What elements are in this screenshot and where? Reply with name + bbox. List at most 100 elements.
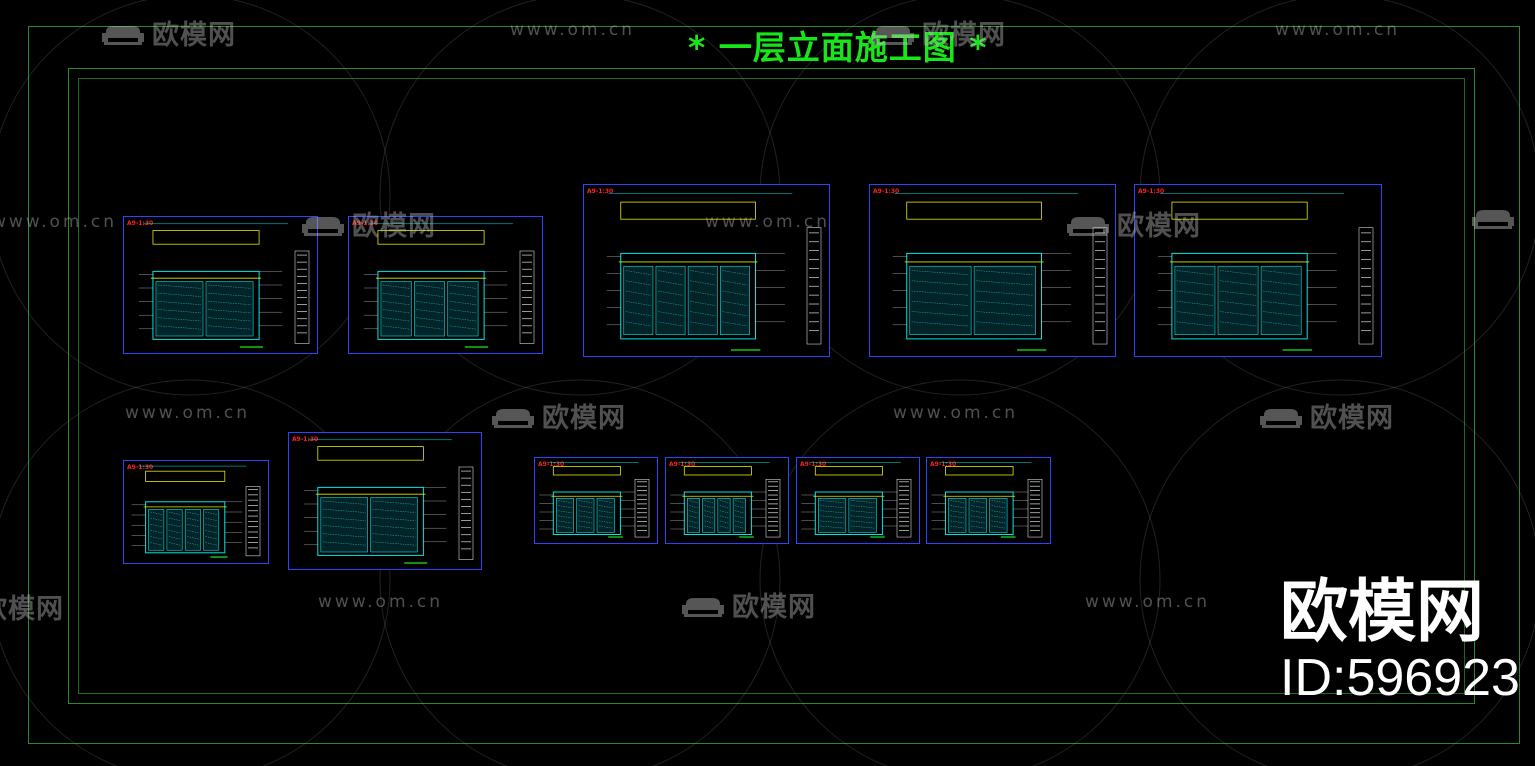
title-block bbox=[245, 486, 261, 557]
wall-panel bbox=[848, 498, 877, 533]
wall-panel bbox=[717, 498, 731, 533]
hatch-line bbox=[1176, 301, 1214, 306]
hatch-line bbox=[157, 325, 202, 330]
wall-panel bbox=[655, 265, 686, 335]
hatch-line bbox=[976, 311, 1034, 317]
wall-panel bbox=[817, 498, 847, 533]
elevation-outline bbox=[152, 270, 260, 340]
hatch-line bbox=[950, 500, 965, 503]
hatch-line bbox=[950, 510, 965, 514]
hatch-line bbox=[372, 500, 416, 505]
wall-panel bbox=[1260, 265, 1302, 335]
hatch-line bbox=[578, 500, 593, 503]
elevation-outline bbox=[683, 491, 752, 535]
hatch-line bbox=[208, 309, 252, 314]
title-block bbox=[634, 479, 650, 538]
hatch-line bbox=[599, 520, 613, 524]
hatch-line bbox=[689, 510, 698, 514]
ceiling-outline bbox=[906, 201, 1042, 220]
watermark-url: www.om.cn bbox=[318, 592, 444, 612]
hatch-line bbox=[722, 270, 748, 275]
hatch-line bbox=[991, 500, 1006, 503]
hatch-line bbox=[689, 505, 698, 508]
hatch-line bbox=[205, 517, 217, 521]
elevation-sheet[interactable]: A9-1:30 bbox=[1134, 184, 1382, 357]
hatch-line bbox=[991, 505, 1006, 508]
title-block bbox=[1027, 479, 1043, 538]
wall-panel bbox=[414, 281, 446, 337]
hatch-line bbox=[322, 517, 366, 521]
hatch-line bbox=[558, 500, 572, 503]
title-block bbox=[896, 479, 912, 538]
elevation-sheet[interactable]: A9-1:30 bbox=[288, 432, 482, 570]
hatch-line bbox=[168, 536, 181, 540]
hatch-line bbox=[449, 317, 477, 322]
hatch-line bbox=[558, 510, 572, 514]
elevation-sheet[interactable]: A9-1:30 bbox=[869, 184, 1116, 357]
hatch-line bbox=[1263, 321, 1300, 327]
sheet-drawing: A9-1:30 bbox=[352, 220, 535, 348]
hatch-line bbox=[911, 280, 970, 286]
model-id: ID:596923 bbox=[1280, 649, 1520, 707]
hatch-line bbox=[578, 515, 593, 519]
hatch-line bbox=[1176, 280, 1214, 286]
hatch-line bbox=[372, 541, 416, 546]
hatch-line bbox=[950, 520, 965, 524]
elevation-sheet[interactable]: A9-1:30 bbox=[796, 457, 920, 544]
hatch-line bbox=[976, 270, 1034, 275]
elevation-sheet[interactable]: A9-1:30 bbox=[123, 216, 318, 354]
scale-label: A9-1:30 bbox=[538, 461, 564, 468]
ceiling-outline bbox=[814, 466, 883, 476]
elevation-outline bbox=[145, 501, 226, 554]
sofa-icon bbox=[1065, 213, 1111, 236]
elevation-sheet[interactable]: A9-1:30 bbox=[123, 460, 269, 564]
hatch-line bbox=[416, 317, 443, 322]
hatch-line bbox=[599, 510, 613, 514]
ceiling-outline bbox=[317, 446, 424, 461]
hatch-line bbox=[704, 500, 713, 503]
wall-panel bbox=[184, 509, 201, 551]
hatch-line bbox=[208, 284, 252, 289]
hatch-line bbox=[657, 270, 684, 275]
elevation-sheet[interactable]: A9-1:30 bbox=[534, 457, 658, 544]
hatch-line bbox=[735, 515, 744, 519]
hatch-line bbox=[970, 500, 985, 503]
hatch-line bbox=[599, 500, 613, 503]
hatch-line bbox=[911, 270, 970, 275]
ceiling-outline bbox=[152, 230, 260, 245]
watermark-url: www.om.cn bbox=[510, 20, 636, 40]
wall-panel bbox=[948, 498, 967, 533]
hatch-line bbox=[704, 510, 713, 514]
hatch-line bbox=[625, 280, 651, 286]
elevation-sheet[interactable]: A9-1:30 bbox=[583, 184, 830, 357]
hatch-line bbox=[722, 280, 748, 286]
wall-panel bbox=[973, 265, 1036, 335]
wall-panel bbox=[1174, 265, 1216, 335]
elevation-sheet[interactable]: A9-1:30 bbox=[665, 457, 789, 544]
hatch-line bbox=[850, 520, 875, 524]
hatch-line bbox=[322, 525, 366, 530]
hatch-line bbox=[850, 500, 875, 503]
hatch-line bbox=[1219, 311, 1257, 317]
hatch-line bbox=[1176, 311, 1214, 317]
hatch-line bbox=[1219, 301, 1257, 306]
hatch-line bbox=[322, 533, 366, 538]
hatch-line bbox=[976, 321, 1034, 327]
hatch-line bbox=[416, 309, 443, 314]
hatch-line bbox=[449, 301, 477, 305]
hatch-line bbox=[722, 301, 748, 306]
hatch-line bbox=[578, 505, 593, 508]
wall-panel bbox=[380, 281, 412, 337]
watermark-logo: 欧模网 bbox=[1258, 396, 1394, 435]
hatch-line bbox=[558, 515, 572, 519]
hatch-line bbox=[820, 505, 844, 508]
wall-panel bbox=[370, 497, 418, 553]
hatch-line bbox=[205, 530, 217, 534]
hatch-line bbox=[719, 515, 729, 519]
elevation-outline bbox=[552, 491, 621, 535]
sheet-drawing: A9-1:30 bbox=[930, 461, 1043, 538]
elevation-sheet[interactable]: A9-1:30 bbox=[348, 216, 543, 354]
elevation-sheet[interactable]: A9-1:30 bbox=[926, 457, 1051, 544]
watermark-logo bbox=[1470, 204, 1522, 235]
wall-panel bbox=[989, 498, 1008, 533]
